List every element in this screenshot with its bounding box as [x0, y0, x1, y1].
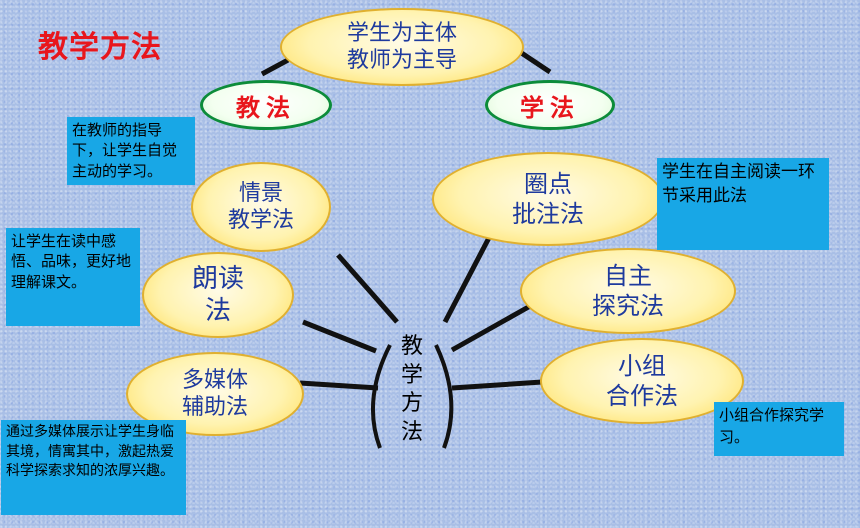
method-line: 法: [204, 296, 231, 326]
connector-line: [260, 57, 290, 77]
left-bracket: [370, 344, 392, 449]
connector-line: [451, 379, 543, 391]
center-char: 方: [400, 391, 423, 417]
method-oval-reading: 朗读 法: [142, 252, 294, 338]
connector-line: [299, 380, 379, 391]
note-text: 小组合作探究学习。: [719, 406, 825, 446]
method-line: 圈点: [524, 170, 572, 198]
method-line: 辅助法: [181, 395, 248, 420]
principle-line2: 教师为主导: [346, 48, 457, 73]
teaching-method-label: 教法: [236, 92, 296, 122]
note-guidance: 在教师的指导下，让学生自觉主动的学习。: [67, 117, 195, 185]
center-char: 教: [400, 334, 423, 359]
connector-line: [336, 253, 399, 324]
method-oval-situational: 情景 教学法: [191, 162, 331, 252]
note-annotate: 学生在自主阅读一环节采用此法: [657, 158, 829, 250]
method-line: 教学法: [227, 208, 294, 233]
teaching-method-oval: 教法: [200, 80, 332, 130]
center-char: 法: [400, 419, 423, 445]
method-line: 探究法: [592, 292, 664, 320]
right-bracket: [434, 344, 454, 449]
connector-line: [442, 230, 495, 324]
method-line: 合作法: [606, 382, 678, 410]
method-line: 朗读: [191, 263, 244, 294]
note-text: 通过多媒体展示让学生身临其境，情寓其中，激起热爱科学探索求知的浓厚兴趣。: [6, 424, 174, 480]
note-text: 让学生在读中感悟、品味，更好地理解课文。: [11, 232, 132, 291]
connector-line: [450, 302, 534, 353]
note-group: 小组合作探究学习。: [714, 402, 844, 456]
page-title: 教学方法: [38, 30, 162, 65]
connector-line: [518, 49, 552, 75]
method-oval-annotate: 圈点 批注法: [432, 152, 664, 246]
learning-method-label: 学法: [520, 92, 580, 122]
note-reading: 让学生在读中感悟、品味，更好地理解课文。: [6, 228, 140, 326]
method-line: 小组: [618, 352, 666, 380]
method-line: 多媒体: [181, 367, 248, 393]
method-line: 批注法: [512, 200, 584, 228]
center-char: 学: [400, 362, 423, 388]
learning-method-oval: 学法: [485, 80, 615, 130]
note-text: 在教师的指导下，让学生自觉主动的学习。: [72, 121, 178, 180]
principle-line1: 学生为主体: [346, 20, 457, 46]
note-multimedia: 通过多媒体展示让学生身临其境，情寓其中，激起热爱科学探索求知的浓厚兴趣。: [1, 420, 186, 515]
principle-oval: 学生为主体 教师为主导: [280, 8, 524, 86]
center-label: 教 学 方 法: [397, 333, 427, 447]
connector-line: [302, 319, 377, 354]
method-line: 情景: [238, 180, 283, 206]
method-oval-group: 小组 合作法: [540, 338, 744, 424]
note-text: 学生在自主阅读一环节采用此法: [662, 162, 815, 206]
method-line: 自主: [604, 262, 652, 290]
method-oval-inquiry: 自主 探究法: [520, 248, 736, 334]
